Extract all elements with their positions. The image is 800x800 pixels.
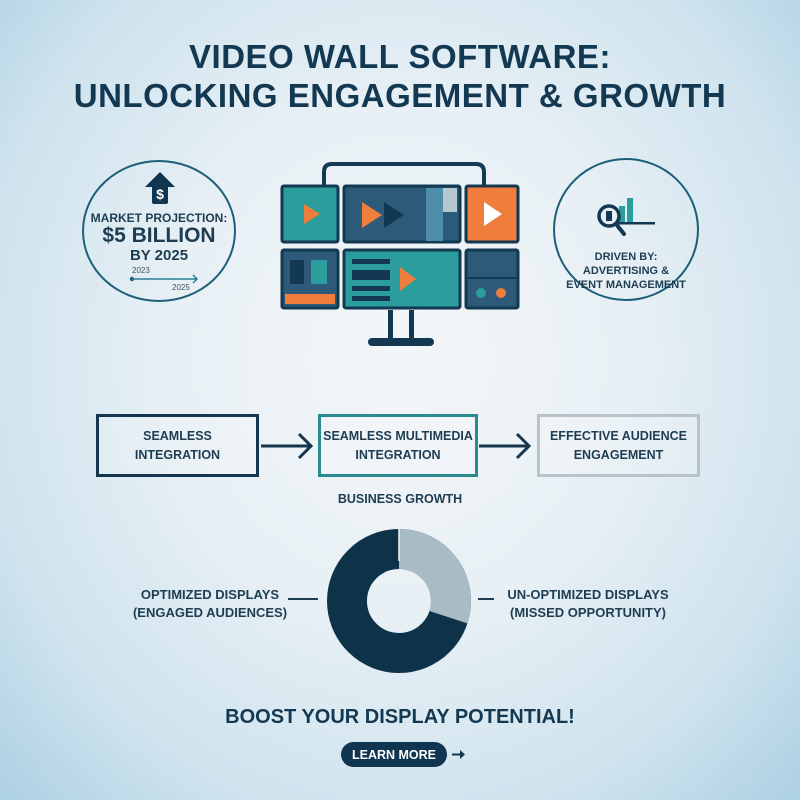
flow-step-3-line2: ENGAGEMENT [573, 447, 664, 462]
dollar-up-arrow-icon: $ [145, 172, 175, 204]
flow-step-2: SEAMLESS MULTIMEDIA INTEGRATION [318, 414, 478, 477]
market-projection-year: BY 2025 [129, 247, 189, 264]
leader-line-right [478, 598, 494, 600]
magnifier-bar-chart-icon [597, 198, 655, 236]
learn-more-button[interactable]: LEARN MORE [341, 742, 447, 767]
footer-headline: BOOST YOUR DISPLAY POTENTIAL! [225, 706, 575, 728]
page-title-line1: VIDEO WALL SOFTWARE: [189, 38, 611, 75]
market-projection-value: $5 BILLION [102, 224, 216, 247]
flow-step-1: SEAMLESS INTEGRATION [96, 414, 259, 477]
arrow-right-icon [479, 432, 532, 460]
flow-step-2-line1: SEAMLESS MULTIMEDIA [323, 428, 473, 443]
flow-step-3-line1: EFFECTIVE AUDIENCE [549, 428, 688, 443]
flow-caption: BUSINESS GROWTH [337, 492, 463, 506]
flow-step-1-line1: SEAMLESS [143, 428, 212, 443]
market-projection-badge: $ MARKET PROJECTION: $5 BILLION BY 2025 … [82, 160, 236, 302]
drivers-badge: DRIVEN BY: ADVERTISING & EVENT MANAGEMEN… [553, 158, 699, 301]
drivers-line2: ADVERTISING & [582, 265, 670, 277]
market-projection-label: MARKET PROJECTION: [90, 211, 228, 225]
donut-label-optimized-line1: OPTIMIZED DISPLAYS [140, 587, 280, 602]
drivers-line1: DRIVEN BY: [594, 251, 658, 263]
donut-label-unoptimized: UN-OPTIMIZED DISPLAYS (MISSED OPPORTUNIT… [498, 586, 678, 622]
donut-label-optimized-line2: (ENGAGED AUDIENCES) [132, 605, 288, 620]
flow-step-2-line2: INTEGRATION [355, 447, 441, 462]
leader-line-left [288, 598, 318, 600]
flow-step-1-line2: INTEGRATION [134, 447, 221, 462]
timeline-start-label: 2023 [132, 266, 150, 275]
arrow-right-icon [261, 432, 314, 460]
drivers-line3: EVENT MANAGEMENT [566, 279, 686, 291]
donut-label-unoptimized-line2: (MISSED OPPORTUNITY) [509, 605, 666, 620]
svg-text:$: $ [156, 186, 164, 202]
donut-label-optimized: OPTIMIZED DISPLAYS (ENGAGED AUDIENCES) [125, 586, 295, 622]
timeline-arrow-icon [129, 274, 199, 284]
timeline-end-label: 2025 [172, 283, 190, 292]
video-wall-monitor-icon [280, 162, 520, 346]
donut-label-unoptimized-line1: UN-OPTIMIZED DISPLAYS [507, 587, 669, 602]
flow-step-3: EFFECTIVE AUDIENCE ENGAGEMENT [537, 414, 700, 477]
donut-chart [327, 528, 471, 673]
arrow-right-icon[interactable] [452, 749, 466, 760]
page-title-line2: UNLOCKING ENGAGEMENT & GROWTH [73, 77, 727, 114]
